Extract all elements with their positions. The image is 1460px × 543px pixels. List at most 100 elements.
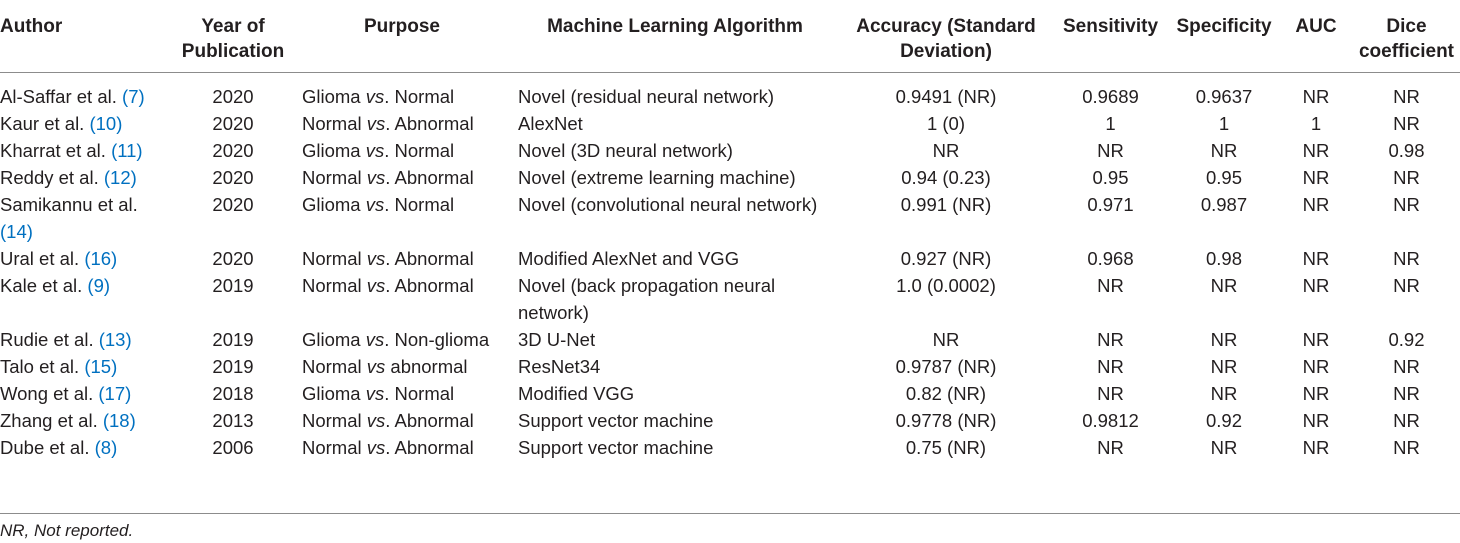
purpose-part-a: Normal — [302, 248, 367, 269]
purpose-part-a: Normal — [302, 410, 367, 431]
cell-sensitivity: NR — [1097, 140, 1124, 161]
cell-auc: NR — [1302, 86, 1330, 107]
cell-author: Samikannu et al. (14) — [0, 191, 172, 245]
table-footnote: NR, Not reported. — [0, 521, 134, 540]
cell-accuracy: 1 (0) — [926, 113, 966, 134]
cell-accuracy: 0.9491 (NR) — [895, 86, 997, 107]
cell-dice: NR — [1393, 167, 1420, 188]
reference-link[interactable]: (11) — [111, 140, 143, 161]
header-year: Year of Publication — [172, 8, 294, 73]
cell-sensitivity: NR — [1097, 275, 1124, 296]
cell-purpose: Glioma vs. Normal — [294, 380, 510, 407]
reference-link[interactable]: (16) — [84, 248, 118, 269]
cell-author: Kharrat et al. (11) — [0, 137, 172, 164]
cell-dice: NR — [1393, 248, 1420, 269]
cell-specificity: 0.95 — [1205, 167, 1242, 188]
cell-specificity: NR — [1210, 275, 1238, 296]
table-header: Author Year of Publication Purpose Machi… — [0, 8, 1460, 73]
cell-author: Kaur et al. (10) — [0, 110, 172, 137]
cell-accuracy: 0.94 (0.23) — [901, 167, 991, 188]
header-dice: Dice coefficient — [1353, 8, 1460, 73]
purpose-vs: vs — [366, 248, 386, 269]
header-purpose: Purpose — [294, 8, 510, 73]
cell-accuracy: 0.82 (NR) — [905, 383, 987, 404]
cell-auc: NR — [1302, 356, 1330, 377]
purpose-part-b: . Abnormal — [385, 275, 474, 296]
reference-link[interactable]: (14) — [0, 221, 33, 242]
reference-link[interactable]: (17) — [98, 383, 132, 404]
purpose-vs: vs — [365, 86, 385, 107]
cell-sensitivity: NR — [1097, 437, 1124, 458]
reference-link[interactable]: (18) — [102, 410, 136, 431]
purpose-part-b: . Normal — [384, 383, 455, 404]
cell-purpose: Glioma vs. Normal — [294, 191, 510, 245]
purpose-vs: vs — [366, 167, 386, 188]
cell-dice: NR — [1393, 383, 1420, 404]
reference-link[interactable]: (12) — [103, 167, 137, 188]
cell-dice: NR — [1393, 437, 1420, 458]
author-name: Dube et al. — [0, 437, 95, 458]
purpose-part-b: . Normal — [384, 140, 455, 161]
cell-author: Reddy et al. (12) — [0, 164, 172, 191]
reference-link[interactable]: (8) — [94, 437, 118, 458]
author-name: Wong et al. — [0, 383, 99, 404]
cell-author: Talo et al. (15) — [0, 353, 172, 380]
purpose-part-b: . Abnormal — [385, 437, 474, 458]
purpose-part-b: . Abnormal — [385, 410, 474, 431]
purpose-part-a: Normal — [302, 356, 367, 377]
cell-purpose: Normal vs. Abnormal — [294, 407, 510, 434]
author-name: Kharrat et al. — [0, 140, 112, 161]
cell-algorithm: Support vector machine — [518, 437, 714, 458]
purpose-vs: vs — [365, 140, 385, 161]
cell-specificity: NR — [1210, 356, 1238, 377]
cell-year: 2006 — [212, 437, 254, 458]
purpose-vs: vs — [365, 383, 385, 404]
reference-link[interactable]: (7) — [122, 86, 145, 107]
cell-purpose: Normal vs. Abnormal — [294, 272, 510, 326]
cell-accuracy: NR — [932, 140, 960, 161]
purpose-vs: vs — [366, 113, 386, 134]
cell-year: 2020 — [212, 140, 254, 161]
author-name: Kale et al. — [0, 275, 88, 296]
cell-accuracy: 0.9778 (NR) — [895, 410, 997, 431]
cell-author: Wong et al. (17) — [0, 380, 172, 407]
purpose-part-b: . Abnormal — [385, 113, 474, 134]
purpose-part-a: Glioma — [302, 86, 366, 107]
author-name: Zhang et al. — [0, 410, 103, 431]
cell-auc: NR — [1302, 383, 1330, 404]
cell-year: 2013 — [212, 410, 254, 431]
cell-purpose: Normal vs. Abnormal — [294, 110, 510, 137]
cell-sensitivity: NR — [1097, 356, 1124, 377]
cell-sensitivity: 0.968 — [1087, 248, 1134, 269]
cell-dice: NR — [1393, 356, 1420, 377]
cell-auc: NR — [1302, 140, 1330, 161]
cell-sensitivity: 0.9689 — [1082, 86, 1139, 107]
cell-specificity: NR — [1210, 383, 1238, 404]
cell-algorithm: Novel (3D neural network) — [518, 140, 733, 161]
cell-algorithm: Modified VGG — [518, 383, 635, 404]
reference-link[interactable]: (15) — [84, 356, 118, 377]
results-table: Author Year of Publication Purpose Machi… — [0, 8, 1460, 461]
reference-link[interactable]: (10) — [89, 113, 123, 134]
reference-link[interactable]: (13) — [98, 329, 132, 350]
cell-algorithm: Support vector machine — [518, 410, 714, 431]
cell-algorithm: Novel (back propagation neural network) — [518, 275, 776, 323]
cell-purpose: Normal vs. Abnormal — [294, 434, 510, 461]
cell-dice: 0.98 — [1388, 140, 1425, 161]
header-algorithm: Machine Learning Algorithm — [510, 8, 840, 73]
header-specificity: Specificity — [1169, 8, 1279, 73]
purpose-part-b: . Non-glioma — [384, 329, 490, 350]
reference-link[interactable]: (9) — [87, 275, 111, 296]
cell-auc: NR — [1302, 248, 1330, 269]
cell-sensitivity: 0.971 — [1087, 194, 1134, 215]
cell-algorithm: AlexNet — [518, 113, 583, 134]
purpose-part-b: abnormal — [385, 356, 468, 377]
